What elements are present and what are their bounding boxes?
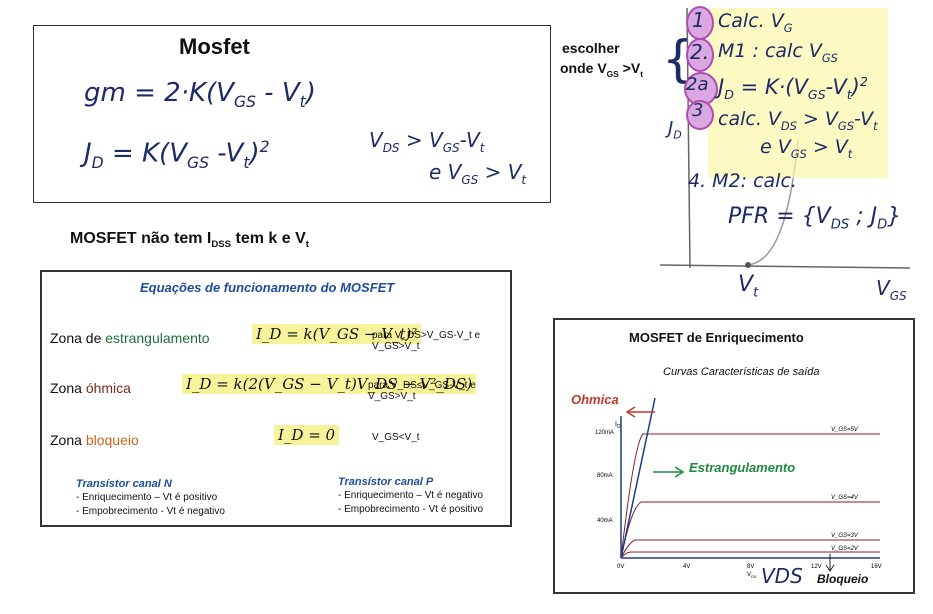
vds-axis-label: VDS: [747, 572, 757, 579]
curve-label-3: V_GS=3V: [831, 533, 859, 539]
enriquecimento-panel: MOSFET de Enriquecimento Curvas Caracter…: [553, 318, 915, 594]
step-2-marker: [686, 38, 714, 72]
curve-vgs-3: [620, 539, 880, 559]
ohmic-arrow: [625, 406, 655, 418]
vds-hand-label: VDS: [761, 564, 803, 588]
cond-bloqueio: V_GS<V_t: [372, 432, 420, 443]
curve-label-5: V_GS=5V: [831, 427, 859, 433]
id-equation: JD = K(VGS -Vt)2: [84, 138, 270, 172]
highlight-steps: [708, 8, 888, 178]
canal-n-title: Transístor canal N: [76, 478, 172, 490]
curvas-subtitle: Curvas Características de saída: [663, 366, 820, 378]
ohmic-boundary: [620, 397, 656, 559]
step-2a: JD = K·(VGS-Vt)2: [718, 74, 868, 103]
ohmica-label: Ohmica: [571, 392, 619, 407]
xtick-8: 8V: [747, 564, 754, 570]
xtick-12: 12V: [811, 564, 822, 570]
id-axis-label: ID: [615, 421, 621, 430]
step-3-marker: [686, 100, 714, 130]
curve-label-2: V_GS=2V: [831, 546, 859, 552]
curve-vgs-2: [620, 551, 880, 559]
onde-note: onde VGS >Vt: [560, 60, 643, 79]
canal-n-item: - Enriquecimento – Vt é positivo: [76, 492, 218, 503]
mosfet-title: Mosfet: [179, 34, 250, 59]
step-3b: e VGS > Vt: [760, 136, 853, 161]
step-2-number: 2.: [690, 40, 710, 64]
step-1-number: 1: [692, 8, 705, 32]
step-3: calc. VDS > VGS-Vt: [718, 108, 878, 133]
canal-p-item: - Enriquecimento – Vt é negativo: [338, 490, 484, 501]
curve-label-4: V_GS=4V: [831, 495, 859, 501]
step-4: 4. M2: calc.: [688, 170, 797, 192]
zone-estrangulamento-label: Zona de estrangulamento: [50, 330, 210, 346]
axis-vt-label: Vt: [738, 272, 759, 301]
eq-bloqueio: I_D = 0: [274, 425, 340, 445]
axis-id-label: JD: [668, 118, 682, 142]
ytick-80: 80mA: [597, 473, 613, 479]
canal-n-item: - Empobrecimento - Vt é negativo: [76, 506, 225, 517]
xtick-0: 0V: [617, 564, 624, 570]
canal-p-item: - Empobrecimento - Vt é positivo: [338, 504, 484, 515]
bloqueio-arrow: [825, 554, 835, 572]
equations-title: Equações de funcionamento do MOSFET: [140, 280, 395, 295]
cond-estrangulamento: para V_DS>V_GS-V_t e V_GS>V_t: [372, 330, 481, 352]
output-characteristics-plot: ID 120mA 80mA 40mA 0V 4V 8V VDS 12V 16V …: [595, 397, 882, 579]
step-2a-number: 2a: [686, 74, 709, 95]
saturation-condition-1: VDS > VGS-Vt: [369, 128, 485, 155]
pfr: PFR = {VDS ; JD}: [728, 204, 902, 233]
ytick-40: 40mA: [597, 518, 613, 524]
curve-vgs-5: [620, 433, 880, 559]
xtick-16: 16V: [871, 564, 882, 570]
canal-p-title: Transístor canal P: [338, 476, 434, 488]
escolher-note: escolher: [562, 40, 620, 56]
bloqueio-label: Bloqueio: [817, 572, 869, 586]
zone-ohmica-label: Zona óhmica: [50, 380, 131, 396]
step-2: M1 : calc VGS: [718, 40, 838, 65]
equations-panel: Equações de funcionamento do MOSFET Zona…: [40, 270, 512, 527]
mosfet-panel: Mosfet gm = 2·K(VGS - Vt) JD = K(VGS -Vt…: [33, 25, 551, 203]
step-3-number: 3: [692, 100, 704, 121]
idss-note: MOSFET não tem IDSS tem k e Vt: [70, 230, 309, 251]
xtick-4: 4V: [683, 564, 690, 570]
cond-ohmica: para V_DS≤V_GS-V_t e V_GS>V_t: [368, 380, 476, 402]
gm-equation: gm = 2·K(VGS - Vt): [84, 78, 316, 112]
step-2a-marker: [684, 72, 718, 106]
estrang-arrow: [653, 466, 685, 478]
enriquecimento-title: MOSFET de Enriquecimento: [629, 330, 804, 345]
step-1: Calc. VG: [718, 10, 793, 35]
eq-ohmica: I_D = k(2(V_GS − V_t)V_DS − V²_DS): [182, 374, 477, 394]
eq-estrangulamento: I_D = k(V_GS − V_t)²: [252, 324, 422, 344]
zone-bloqueio-label: Zona bloqueio: [50, 432, 139, 448]
estrangulamento-label: Estrangulamento: [689, 460, 796, 475]
saturation-condition-2: e VGS > Vt: [429, 160, 527, 187]
axis-vgs-label: VGS: [876, 276, 907, 303]
ytick-120: 120mA: [595, 430, 614, 436]
